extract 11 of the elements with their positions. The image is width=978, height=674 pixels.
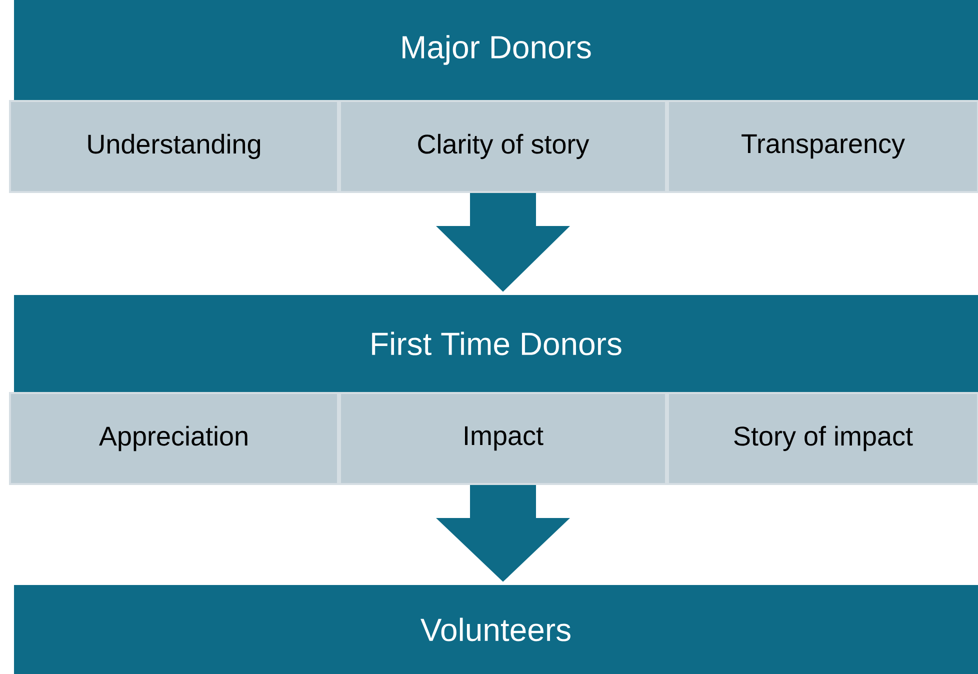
- header-band: First Time Donors: [14, 294, 978, 392]
- topic-box: Impact: [339, 392, 667, 485]
- block-arrow: [436, 484, 570, 582]
- block-arrow: [436, 192, 570, 292]
- header-band: Major Donors: [14, 0, 978, 100]
- header-band: Volunteers: [14, 584, 978, 674]
- topic-box: Understanding: [9, 100, 339, 193]
- topic-box: Clarity of story: [339, 100, 667, 193]
- topic-box: Story of impact: [667, 392, 978, 485]
- topic-box: Transparency: [667, 100, 978, 193]
- topic-box: Appreciation: [9, 392, 339, 485]
